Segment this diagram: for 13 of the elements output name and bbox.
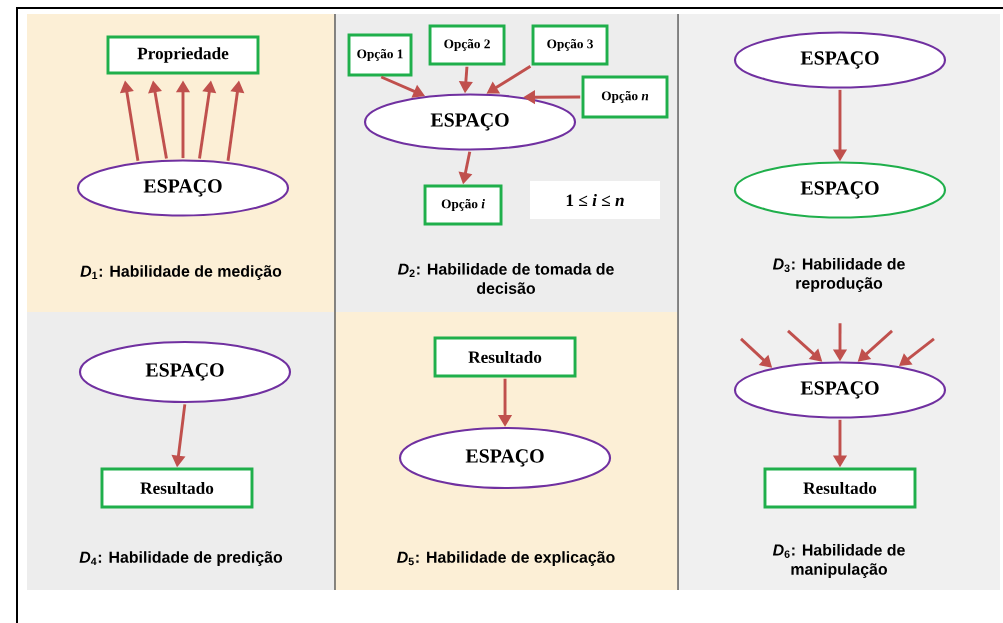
result-box: Resultado	[100, 467, 254, 509]
result-box: Opção 1	[347, 33, 413, 77]
result-box: Opção n	[581, 75, 669, 119]
formula-box: 1 ≤ i ≤ n	[530, 180, 660, 219]
result-box: Resultado	[433, 336, 577, 378]
node-label: D$_{2}$: Habilidade de tomada de decisão	[397, 263, 614, 294]
result-box: Opção 3	[531, 24, 609, 66]
result-box: Resultado	[763, 467, 917, 509]
node-label: D$_{6}$: Habilidade de manipulação	[772, 543, 905, 578]
node-label: D$_{3}$: Habilidade de reprodução	[772, 257, 905, 292]
result-box: Propriedade	[106, 35, 260, 75]
result-box: Opção 2	[428, 24, 506, 66]
result-box: Opção i	[423, 184, 503, 226]
